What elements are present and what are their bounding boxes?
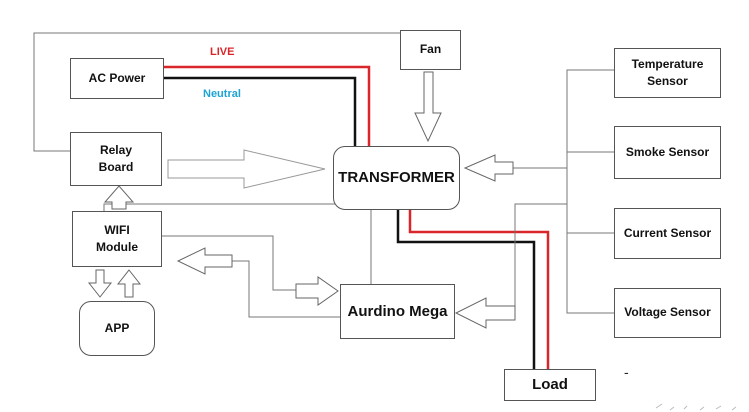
- wifi-module-block: WIFI Module: [72, 211, 162, 267]
- wifi-to-arduino-arrow: [295, 276, 339, 306]
- sensor-bus-line: [566, 69, 614, 314]
- load-neutral-wire: [396, 210, 536, 370]
- neutral-wire: [163, 76, 357, 148]
- live-label: LIVE: [210, 46, 235, 58]
- cropped-text-fragment: [655, 403, 737, 411]
- wifi-arduino-link-b: [232, 260, 342, 318]
- wifi-to-relay-arrow: [103, 185, 135, 210]
- voltage-sensor-block: Voltage Sensor: [614, 288, 721, 338]
- arduino-to-wifi-arrow: [176, 247, 233, 275]
- stray-mark: -: [624, 364, 629, 380]
- temperature-sensor-block: Temperature Sensor: [614, 48, 721, 98]
- sensor-to-arduino-line: [514, 203, 567, 312]
- fan-block: Fan: [400, 30, 461, 70]
- wifi-to-app-arrow: [87, 269, 113, 298]
- load-block: Load: [504, 369, 596, 401]
- app-block: APP: [79, 301, 155, 356]
- ac-power-block: AC Power: [70, 58, 164, 99]
- relay-to-transformer-arrow: [167, 149, 326, 189]
- smoke-sensor-block: Smoke Sensor: [614, 126, 721, 179]
- relay-to-fan-line: [33, 32, 400, 152]
- app-to-wifi-arrow: [116, 269, 142, 298]
- wifi-arduino-link-a: [161, 235, 296, 291]
- load-live-wire: [408, 210, 550, 370]
- current-sensor-block: Current Sensor: [614, 208, 721, 259]
- sensors-to-arduino-arrow: [454, 297, 516, 329]
- arduino-mega-block: Aurdino Mega: [340, 284, 455, 339]
- fan-to-transformer-arrow: [414, 71, 442, 143]
- wifi-to-arduino-line: [103, 203, 372, 284]
- relay-board-block: Relay Board: [70, 132, 162, 186]
- sensors-to-transformer-arrow: [463, 154, 514, 182]
- transformer-block: TRANSFORMER: [333, 146, 460, 210]
- neutral-label: Neutral: [203, 88, 241, 100]
- live-wire: [163, 65, 371, 148]
